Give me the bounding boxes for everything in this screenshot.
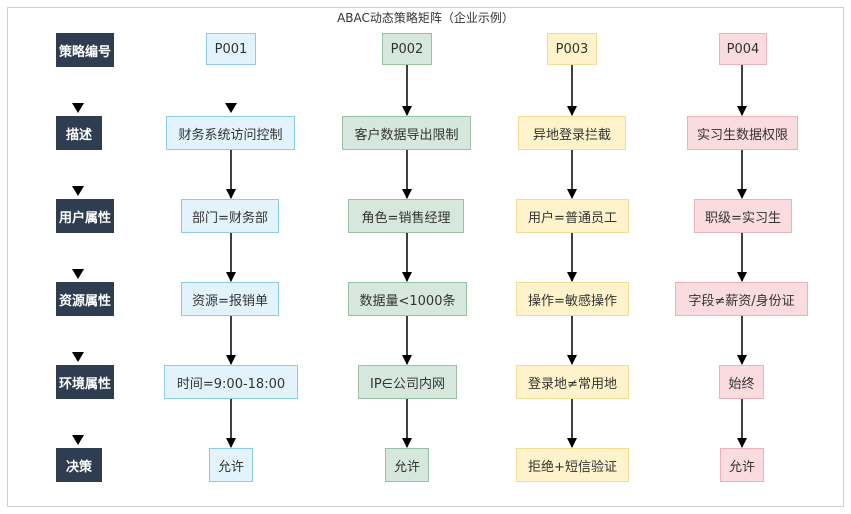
row-label-description: 描述 (56, 116, 102, 150)
p002-description-node: 客户数据导出限制 (342, 116, 471, 150)
p003-resource-attr-node: 操作=敏感操作 (516, 282, 629, 316)
label-arrowhead-1 (72, 103, 84, 113)
p004-user-attr-node: 职级=实习生 (694, 199, 792, 233)
p001-id-node: P001 (206, 33, 256, 65)
p003-env-attr-node: 登录地≠常用地 (516, 365, 629, 399)
p001-resource-attr-node: 资源=报销单 (181, 282, 279, 316)
diagram-frame (7, 7, 844, 507)
p001-user-attr-node: 部门=财务部 (181, 199, 279, 233)
p004-env-attr-node: 始终 (719, 365, 764, 399)
label-arrowhead-4 (72, 352, 84, 362)
row-label-env-attr: 环境属性 (56, 365, 114, 399)
p003-user-attr-node: 用户=普通员工 (516, 199, 629, 233)
p002-env-attr-node: IP∈公司内网 (358, 365, 457, 399)
p001-decision-node: 允许 (209, 448, 253, 482)
p003-decision-node: 拒绝+短信验证 (516, 448, 629, 482)
label-arrowhead-5 (72, 435, 84, 445)
p003-description-node: 异地登录拦截 (518, 116, 626, 150)
p004-decision-node: 允许 (720, 448, 764, 482)
p001-description-node: 财务系统访问控制 (166, 116, 295, 150)
p004-id-node: P004 (719, 33, 767, 65)
p002-user-attr-node: 角色=销售经理 (348, 199, 464, 233)
diagram-title: ABAC动态策略矩阵（企业示例） (337, 11, 514, 25)
label-arrowhead-2 (72, 186, 84, 196)
p004-description-node: 实习生数据权限 (687, 116, 798, 150)
p002-decision-node: 允许 (385, 448, 429, 482)
p001-env-attr-node: 时间=9:00-18:00 (164, 365, 298, 399)
row-label-policy-id: 策略编号 (56, 33, 114, 67)
p001-id-arrowhead (225, 103, 237, 113)
row-label-user-attr: 用户属性 (56, 199, 114, 233)
p002-resource-attr-node: 数据量<1000条 (348, 282, 467, 316)
label-arrowhead-3 (72, 269, 84, 279)
row-label-resource-attr: 资源属性 (56, 282, 114, 316)
p003-id-node: P003 (547, 33, 597, 65)
p004-resource-attr-node: 字段≠薪资/身份证 (675, 282, 808, 316)
p002-id-node: P002 (382, 33, 432, 65)
row-label-decision: 决策 (56, 448, 102, 482)
